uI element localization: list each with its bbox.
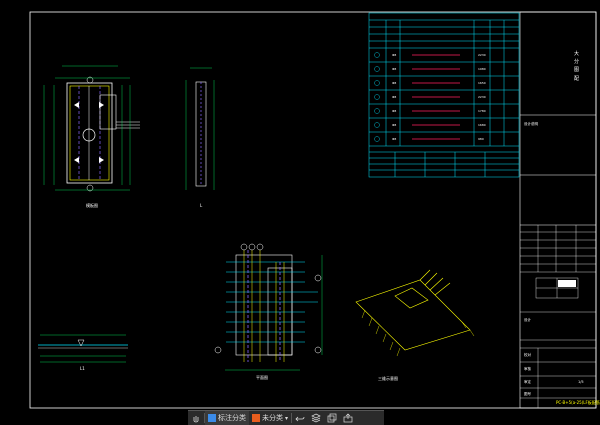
sheet-border bbox=[29, 11, 597, 409]
axonometric-title: 三维示意图 bbox=[378, 375, 398, 381]
svg-text:Φ8: Φ8 bbox=[392, 137, 396, 141]
reinforcement-plan[interactable] bbox=[214, 243, 323, 371]
svg-text:Φ8: Φ8 bbox=[392, 81, 396, 85]
svg-text:图号: 图号 bbox=[524, 391, 532, 396]
svg-text:1780: 1780 bbox=[478, 109, 486, 113]
undo-icon bbox=[295, 416, 305, 422]
svg-text:校对: 校对 bbox=[524, 352, 532, 357]
svg-text:图: 图 bbox=[574, 67, 579, 73]
layers-button[interactable] bbox=[308, 411, 324, 425]
chevron-down-icon: ▾ bbox=[285, 414, 289, 422]
reinforcement-plan-title: 平面图 bbox=[256, 374, 268, 380]
svg-text:分: 分 bbox=[574, 58, 579, 65]
share-button[interactable] bbox=[340, 411, 356, 425]
svg-text:审定: 审定 bbox=[524, 379, 532, 384]
svg-text:Φ8: Φ8 bbox=[392, 109, 396, 113]
bottom-toolbar: 标注分类 未分类 ▾ bbox=[188, 410, 384, 425]
share-icon bbox=[343, 413, 353, 423]
annotate-classify-button[interactable]: 标注分类 bbox=[205, 411, 249, 425]
annotate-classify-label: 标注分类 bbox=[218, 414, 246, 422]
tag-color-icon bbox=[252, 414, 260, 422]
toolbar-divider bbox=[204, 413, 205, 423]
title-block bbox=[520, 225, 596, 408]
svg-text:1650: 1650 bbox=[478, 81, 486, 85]
svg-text:审核: 审核 bbox=[524, 366, 532, 371]
svg-text:L: L bbox=[200, 203, 203, 208]
tag-color-icon bbox=[208, 414, 216, 422]
svg-text:Φ8: Φ8 bbox=[392, 95, 396, 99]
svg-text:1680: 1680 bbox=[478, 123, 486, 127]
hand-icon bbox=[193, 416, 199, 423]
undo-button[interactable] bbox=[292, 411, 308, 425]
plan-view-title: 模板图 bbox=[86, 202, 98, 208]
layers-icon bbox=[311, 413, 321, 423]
svg-text:1/5: 1/5 bbox=[578, 380, 584, 384]
svg-text:Φ8: Φ8 bbox=[392, 53, 396, 57]
copy-icon bbox=[327, 413, 337, 423]
svg-text:2230: 2230 bbox=[478, 53, 486, 57]
svg-text:L1: L1 bbox=[80, 366, 85, 371]
elevation-view[interactable] bbox=[185, 67, 215, 190]
title-chars: 大 bbox=[574, 50, 579, 57]
unclassified-button[interactable]: 未分类 ▾ bbox=[249, 411, 291, 425]
unclassified-label: 未分类 bbox=[262, 414, 283, 422]
svg-text:Φ8: Φ8 bbox=[392, 67, 396, 71]
copy-button[interactable] bbox=[324, 411, 340, 425]
svg-text:设计说明: 设计说明 bbox=[524, 121, 538, 126]
axonometric-view[interactable] bbox=[355, 269, 475, 357]
hand-tool-button[interactable] bbox=[188, 411, 204, 425]
svg-text:配: 配 bbox=[574, 76, 579, 82]
svg-text:设计: 设计 bbox=[524, 317, 532, 322]
svg-text:Φ8: Φ8 bbox=[392, 123, 396, 127]
svg-text:2230: 2230 bbox=[478, 95, 486, 99]
svg-text:980: 980 bbox=[478, 137, 484, 141]
side-section[interactable] bbox=[38, 334, 128, 363]
svg-text:PC-B+5(a-25)LF板配筋: PC-B+5(a-25)LF板配筋 bbox=[556, 399, 600, 405]
plan-view[interactable] bbox=[43, 65, 140, 192]
toolbar-divider bbox=[291, 413, 293, 423]
rebar-table bbox=[368, 12, 520, 178]
svg-text:1980: 1980 bbox=[478, 67, 486, 71]
